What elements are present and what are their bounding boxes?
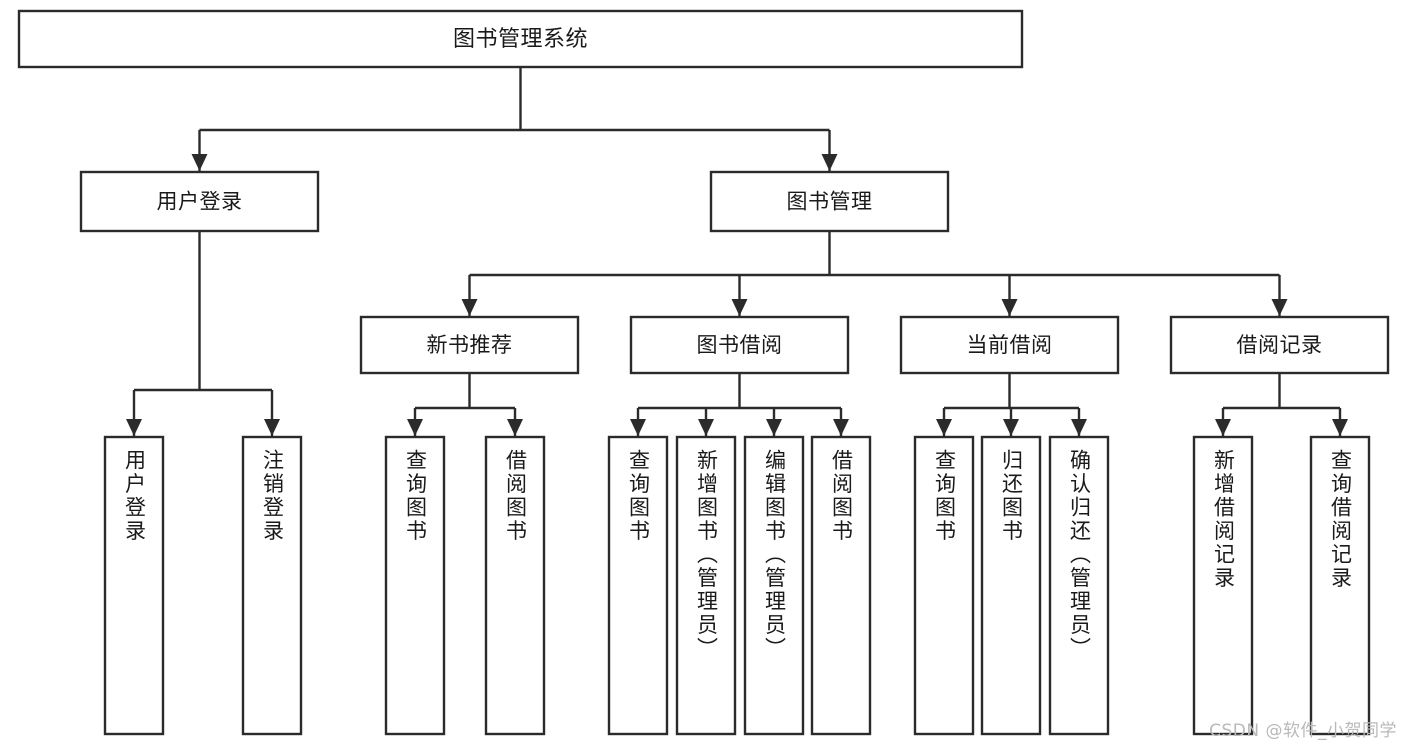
arrow-head <box>1071 419 1087 436</box>
node-current-borrow-rect[interactable] <box>899 315 1120 375</box>
node-user-login[interactable]: 用户登录 <box>79 170 320 233</box>
node-leaf-query-record-rect[interactable] <box>1309 435 1371 736</box>
node-user-login-label: 用户登录 <box>157 190 243 214</box>
arrow-head <box>821 154 838 171</box>
node-book-manage-label: 图书管理 <box>787 190 873 214</box>
node-user-login-rect[interactable] <box>79 170 320 233</box>
arrow-head <box>731 299 748 316</box>
node-leaf-logout-login-rect[interactable] <box>241 435 303 736</box>
node-current-borrow-label: 当前借阅 <box>967 333 1053 357</box>
watermark-text: CSDN @软件_小贺同学 <box>1209 721 1397 741</box>
node-book-borrow-rect[interactable] <box>629 315 850 375</box>
node-leaf-borrow-book-2-rect[interactable] <box>810 435 872 736</box>
arrow-head <box>1003 419 1019 436</box>
node-leaf-query-book-2-rect[interactable] <box>607 435 669 736</box>
arrow-head <box>766 419 782 436</box>
node-book-borrow[interactable]: 图书借阅 <box>629 315 850 375</box>
connectors-layer <box>126 67 1348 436</box>
node-current-borrow[interactable]: 当前借阅 <box>899 315 1120 375</box>
arrow-head <box>461 299 478 316</box>
node-borrow-record[interactable]: 借阅记录 <box>1169 315 1390 375</box>
arrow-head <box>264 419 280 436</box>
node-book-manage-rect[interactable] <box>709 170 950 233</box>
arrow-head <box>191 154 208 171</box>
arrow-head <box>698 419 714 436</box>
node-leaf-add-record-rect[interactable] <box>1192 435 1254 736</box>
node-new-book-recommend-label: 新书推荐 <box>427 333 513 357</box>
node-leaf-return-book-rect[interactable] <box>980 435 1042 736</box>
arrow-head <box>1215 419 1231 436</box>
node-root-图书管理系统-label: 图书管理系统 <box>453 27 588 52</box>
node-borrow-record-label: 借阅记录 <box>1237 333 1323 357</box>
node-leaf-borrow-book-1-rect[interactable] <box>484 435 546 736</box>
node-new-book-recommend[interactable]: 新书推荐 <box>359 315 580 375</box>
node-leaf-query-book-3-rect[interactable] <box>913 435 975 736</box>
node-borrow-record-rect[interactable] <box>1169 315 1390 375</box>
node-root-图书管理系统-rect[interactable] <box>17 9 1024 69</box>
arrow-head <box>407 419 423 436</box>
arrow-head <box>126 419 142 436</box>
node-leaf-add-book-rect[interactable] <box>675 435 737 736</box>
node-root-图书管理系统[interactable]: 图书管理系统 <box>17 9 1024 69</box>
node-new-book-recommend-rect[interactable] <box>359 315 580 375</box>
arrow-head <box>630 419 646 436</box>
node-book-manage[interactable]: 图书管理 <box>709 170 950 233</box>
node-leaf-query-book-1-rect[interactable] <box>384 435 446 736</box>
node-leaf-confirm-return-rect[interactable] <box>1048 435 1110 736</box>
node-leaf-edit-book-rect[interactable] <box>743 435 805 736</box>
arrow-head <box>1271 299 1288 316</box>
arrow-head <box>1001 299 1018 316</box>
arrow-head <box>833 419 849 436</box>
node-leaf-user-login-rect[interactable] <box>103 435 165 736</box>
arrow-head <box>507 419 523 436</box>
node-book-borrow-label: 图书借阅 <box>697 333 783 357</box>
arrow-head <box>936 419 952 436</box>
arrow-head <box>1332 419 1348 436</box>
